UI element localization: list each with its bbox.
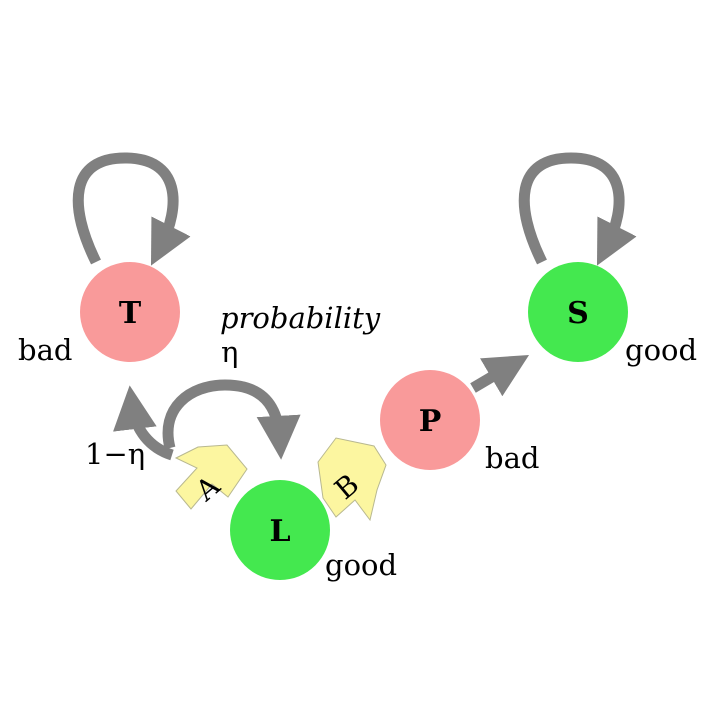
- node-p: P: [380, 370, 480, 470]
- node-t-quality-label: bad: [18, 333, 72, 367]
- node-s-quality-label: good: [625, 333, 697, 367]
- node-p-letter: P: [419, 404, 442, 439]
- node-l-letter: L: [269, 514, 290, 549]
- one-minus-eta-arrow: [113, 385, 174, 461]
- eta-label: η: [221, 335, 238, 369]
- yellow-arrow-a: A: [174, 444, 248, 510]
- node-l-quality-label: good: [325, 548, 397, 582]
- p-to-s-arrow: [470, 354, 530, 397]
- yellow-arrow-b: B: [317, 437, 387, 522]
- eta-loop-arrow: [162, 379, 301, 460]
- node-l: L: [230, 480, 330, 580]
- one-minus-eta-label: 1−η: [85, 437, 145, 471]
- self-loop-t-arrow: [72, 152, 191, 266]
- node-t-letter: T: [119, 296, 142, 331]
- self-loop-s-arrow: [518, 152, 637, 266]
- node-s: S: [528, 262, 628, 362]
- node-t: T: [80, 262, 180, 362]
- probability-label: probability: [220, 301, 381, 335]
- node-s-letter: S: [567, 296, 589, 331]
- node-p-quality-label: bad: [485, 441, 539, 475]
